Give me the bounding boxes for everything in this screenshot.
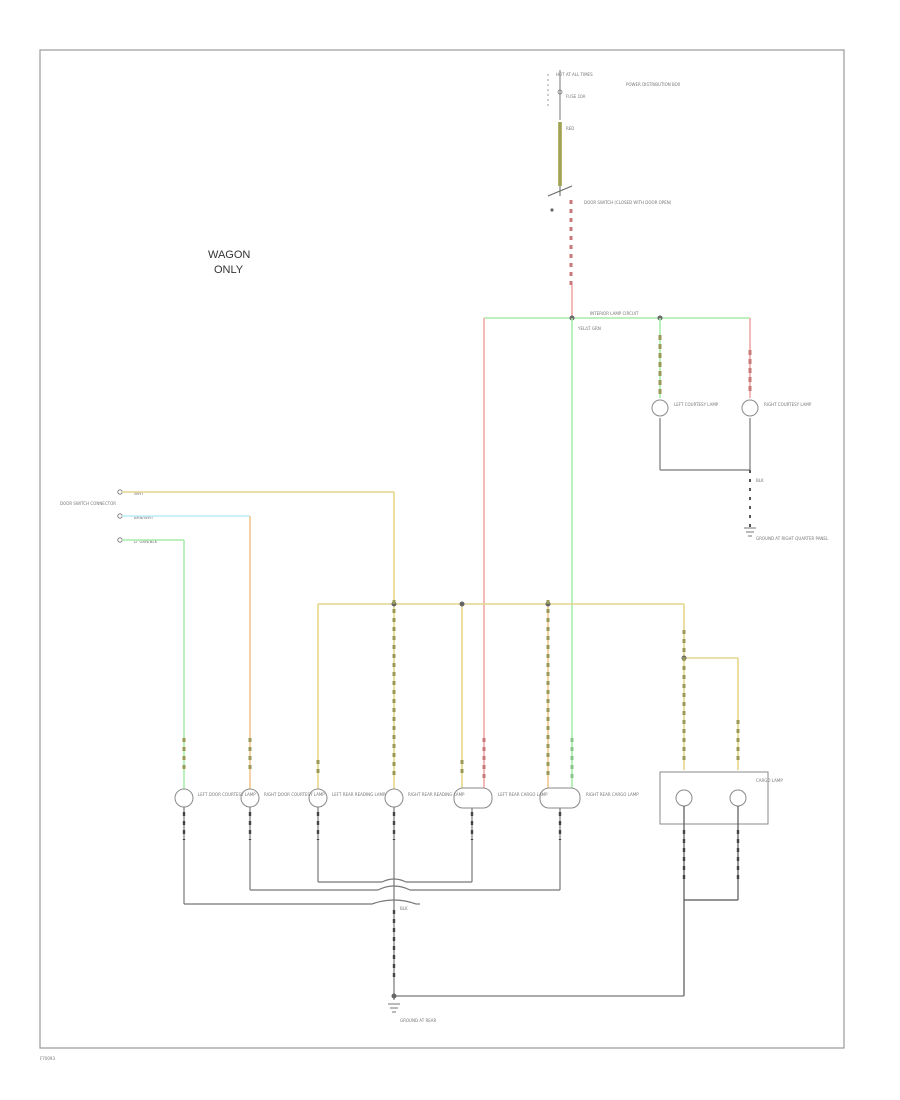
door-switch-label: DOOR SWITCH (CLOSED WITH DOOR OPEN) xyxy=(584,200,672,205)
fuse-label: FUSE 10A xyxy=(566,94,586,99)
lamp6-label: RIGHT REAR CARGO LAMP xyxy=(586,792,639,797)
lamp1-label: LEFT DOOR COURTESY LAMP xyxy=(198,792,256,797)
pdb-label: POWER DISTRIBUTION BOX xyxy=(626,82,681,87)
top-switch-group: HOT AT ALL TIMES FUSE 10A POWER DISTRIBU… xyxy=(547,70,681,318)
green-wire-note: YEL/LT GRN xyxy=(577,326,601,331)
right-note: INTERIOR LAMP CIRCUIT xyxy=(590,311,639,316)
lamp3-label: LEFT REAR READING LAMP xyxy=(332,792,386,797)
lamp7-icon xyxy=(651,399,669,417)
ground-label-1: GROUND AT REAR xyxy=(400,1018,436,1023)
top-bus: INTERIOR LAMP CIRCUIT xyxy=(484,311,750,321)
ground-returns xyxy=(183,807,684,1000)
ground-symbol xyxy=(388,1003,400,1013)
lamp2-label: RIGHT DOOR COURTESY LAMP xyxy=(264,792,325,797)
cargo-lamp: CARGO LAMP xyxy=(659,771,783,996)
lamp8-label: RIGHT COURTESY LAMP xyxy=(764,402,812,407)
lamp5-label: LEFT REAR CARGO LAMP xyxy=(498,792,548,797)
lamp4-icon xyxy=(384,788,404,808)
lamp1-icon xyxy=(174,788,194,808)
ground-dash-marks xyxy=(182,812,562,980)
lamp5-icon xyxy=(453,787,493,809)
pin-a-label: WHT xyxy=(134,491,144,496)
ground-label-2: GROUND AT RIGHT QUARTER PANEL xyxy=(756,536,829,541)
heading-line1: WAGON xyxy=(208,249,250,261)
lamp4-label: RIGHT REAR READING LAMP xyxy=(408,792,465,797)
lower-lamps: LEFT DOOR COURTESY LAMP RIGHT DOOR COURT… xyxy=(174,787,639,809)
wire-segment-marks xyxy=(182,600,740,780)
diagram-frame xyxy=(39,49,845,1049)
source-label: HOT AT ALL TIMES xyxy=(556,72,593,77)
left-connector: DOOR SWITCH CONNECTOR WHT BRN/WHT LT GRN… xyxy=(60,489,395,790)
pin-b-label: BRN/WHT xyxy=(134,515,154,520)
right-upper-lamps: LEFT COURTESY LAMP RIGHT COURTESY LAMP B… xyxy=(651,318,829,541)
lamp7-label: LEFT COURTESY LAMP xyxy=(674,402,719,407)
lamp9-label: CARGO LAMP xyxy=(756,778,783,783)
red-wire-label: RED xyxy=(566,126,574,131)
wire-tag-blk1: BLK xyxy=(756,478,764,483)
left-connector-label: DOOR SWITCH CONNECTOR xyxy=(60,501,116,506)
footer-code: F70093 xyxy=(40,1056,55,1061)
middle-bus xyxy=(317,601,739,790)
wire-tag-blk2: BLK xyxy=(400,906,408,911)
lamp8-icon xyxy=(741,399,759,417)
lamp6-icon xyxy=(539,787,581,809)
pin-c-label: LT GRN/BLK xyxy=(134,539,158,544)
heading-line2: ONLY xyxy=(214,264,244,276)
